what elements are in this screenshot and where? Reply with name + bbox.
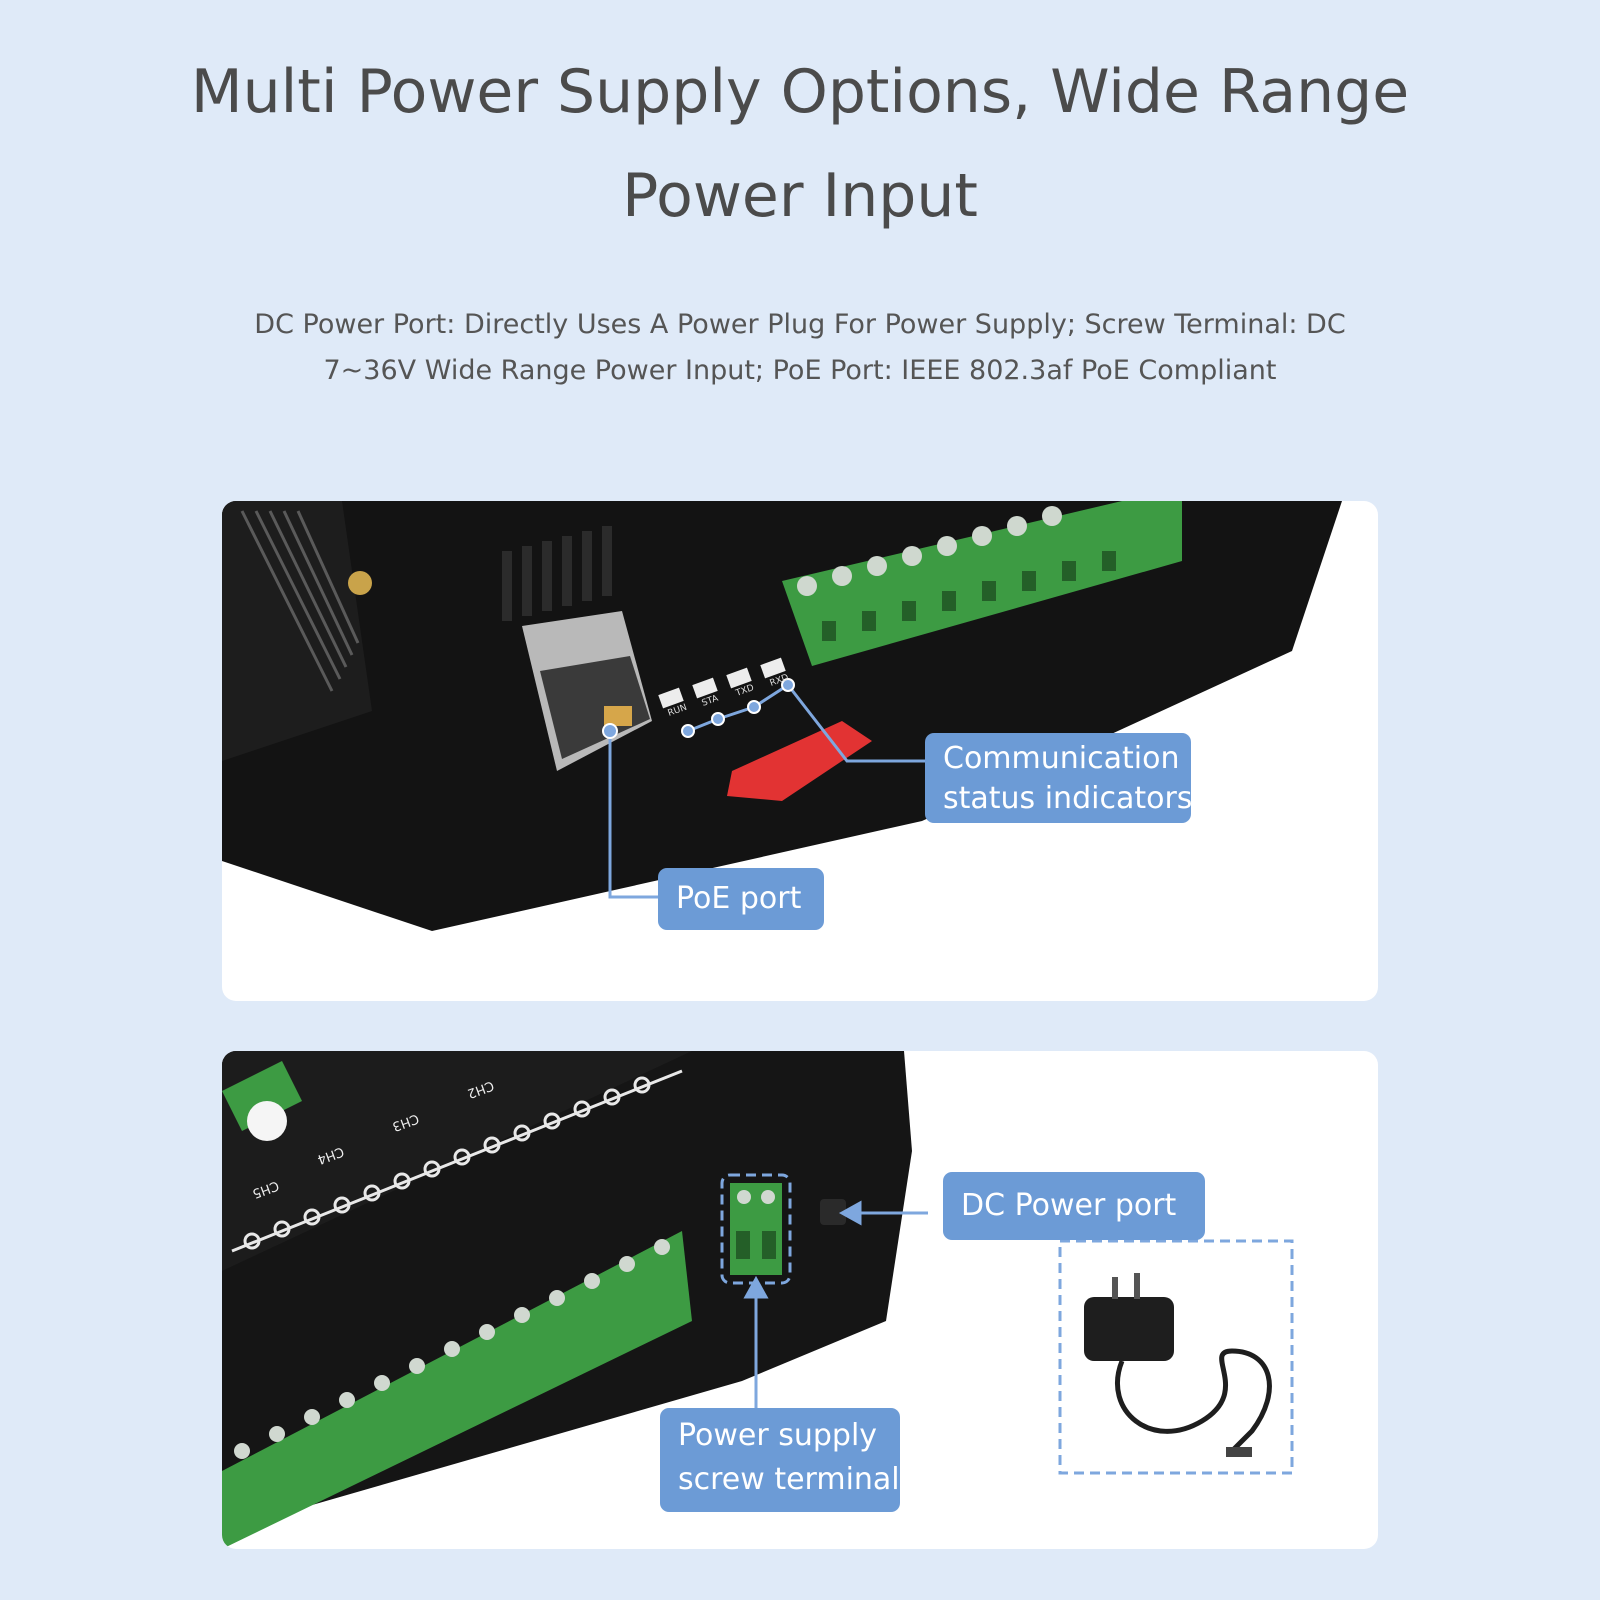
- power-adapter-icon: [1084, 1273, 1272, 1457]
- callout-comm-line-2: status indicators: [943, 781, 1193, 816]
- callout-poe-label: PoE port: [676, 881, 802, 916]
- brand-logo-icon: [222, 1061, 302, 1141]
- callout-screw-line-1: Power supply: [678, 1418, 878, 1453]
- title-line-2: Power Input: [622, 161, 978, 231]
- page-subtitle: DC Power Port: Directly Uses A Power Plu…: [200, 302, 1400, 394]
- leader-lines: [608, 683, 932, 899]
- dc-jack: [820, 1199, 846, 1225]
- vent-fins: [240, 510, 360, 692]
- callout-screw-line-2: screw terminal: [678, 1462, 900, 1497]
- title-line-1: Multi Power Supply Options, Wide Range: [190, 57, 1410, 127]
- device-body: [222, 501, 1342, 931]
- top-vents: [502, 526, 612, 621]
- arrows: [743, 1200, 928, 1411]
- subtitle-line-2: 7~36V Wide Range Power Input; PoE Port: …: [323, 355, 1277, 386]
- callout-communication-status: Communication status indicators: [925, 733, 1193, 823]
- callout-power-screw-terminal: Power supply screw terminal: [660, 1408, 900, 1512]
- callout-poe-port: PoE port: [658, 868, 824, 930]
- din-rail-clip: [727, 721, 872, 801]
- channel-markings: [231, 1069, 683, 1253]
- rj45-port-icon: [522, 611, 652, 771]
- subtitle-line-1: DC Power Port: Directly Uses A Power Plu…: [254, 309, 1346, 340]
- callout-comm-line-1: Communication: [943, 741, 1180, 776]
- adapter-box: [1058, 1239, 1294, 1475]
- screw-terminal-icon: [782, 501, 1182, 666]
- callout-dc-power-port: DC Power port: [943, 1172, 1205, 1240]
- power-screw-terminal: [730, 1183, 782, 1275]
- screw-terminal-row: [222, 1231, 692, 1549]
- callout-dc-label: DC Power port: [961, 1188, 1177, 1223]
- screw: [348, 571, 372, 595]
- leader-dots: [602, 678, 795, 739]
- page-title: Multi Power Supply Options, Wide Range P…: [0, 40, 1600, 248]
- status-leds: [658, 657, 786, 709]
